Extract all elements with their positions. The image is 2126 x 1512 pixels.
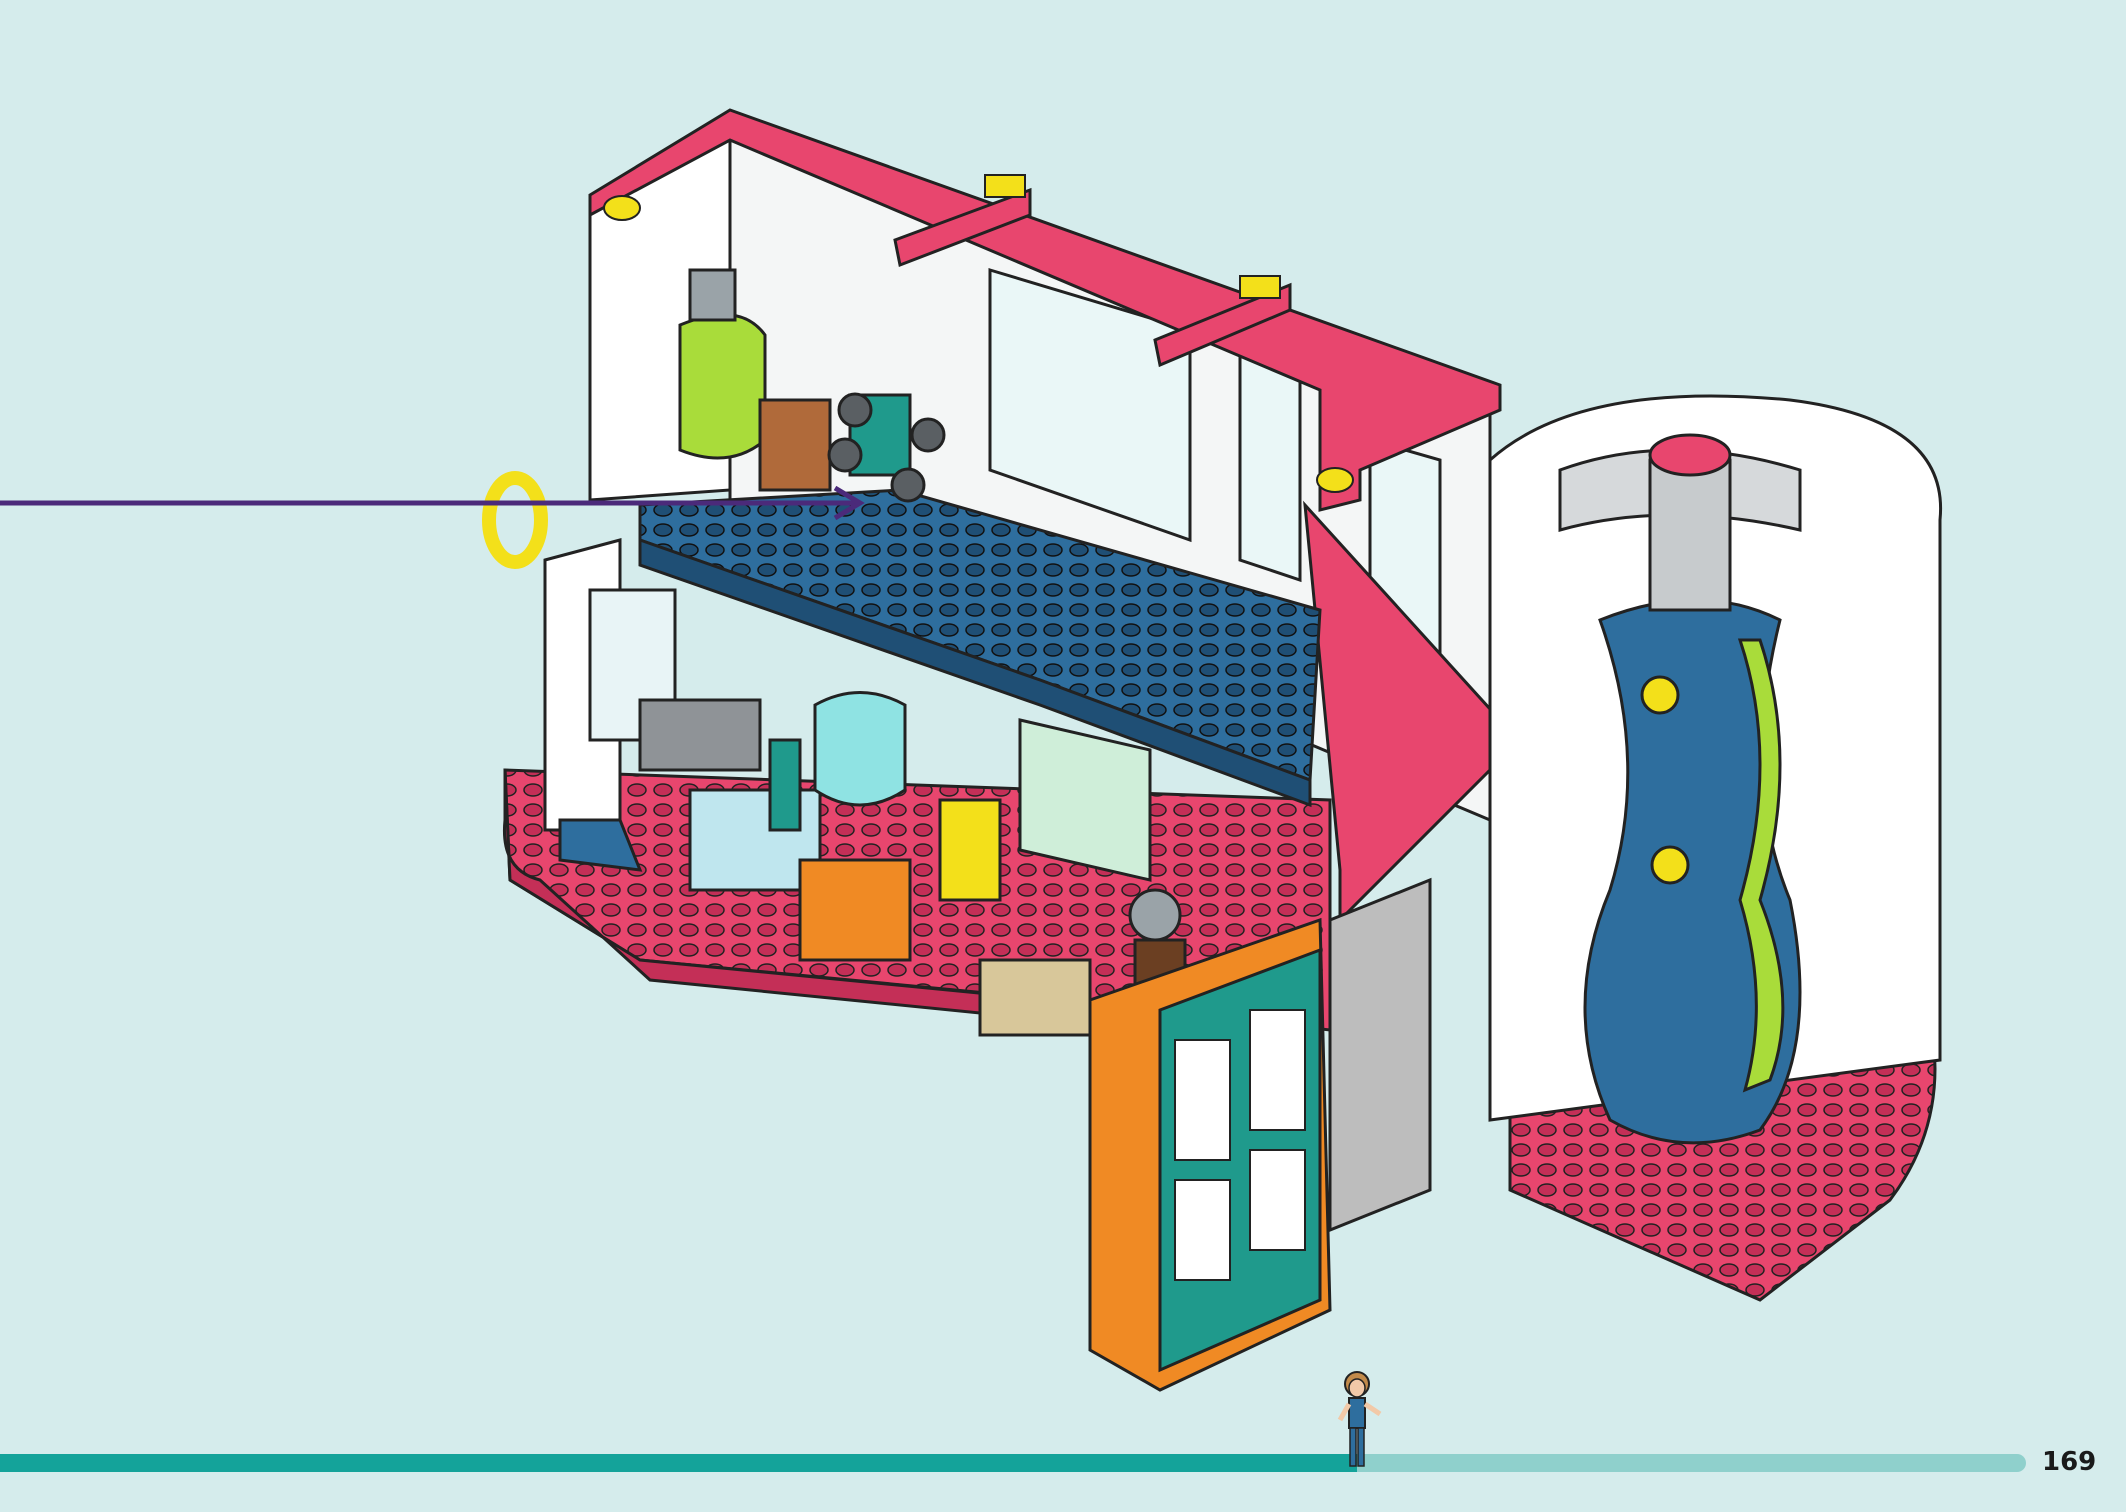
- progress-fill: [0, 1454, 1358, 1472]
- progress-track: [0, 1454, 2026, 1472]
- front-cabinet: [1088, 877, 1432, 1392]
- callout-arrow-icon: [0, 485, 865, 521]
- climbing-tower: [1488, 394, 1943, 1145]
- page-number: 169: [2042, 1447, 2097, 1477]
- roof-trim: [588, 108, 1502, 924]
- build-illustration: [0, 108, 1943, 1392]
- minifigure-progress-icon: [1337, 1371, 1382, 1467]
- upper-equipment: [482, 268, 946, 569]
- lower-equipment: [588, 588, 1187, 1037]
